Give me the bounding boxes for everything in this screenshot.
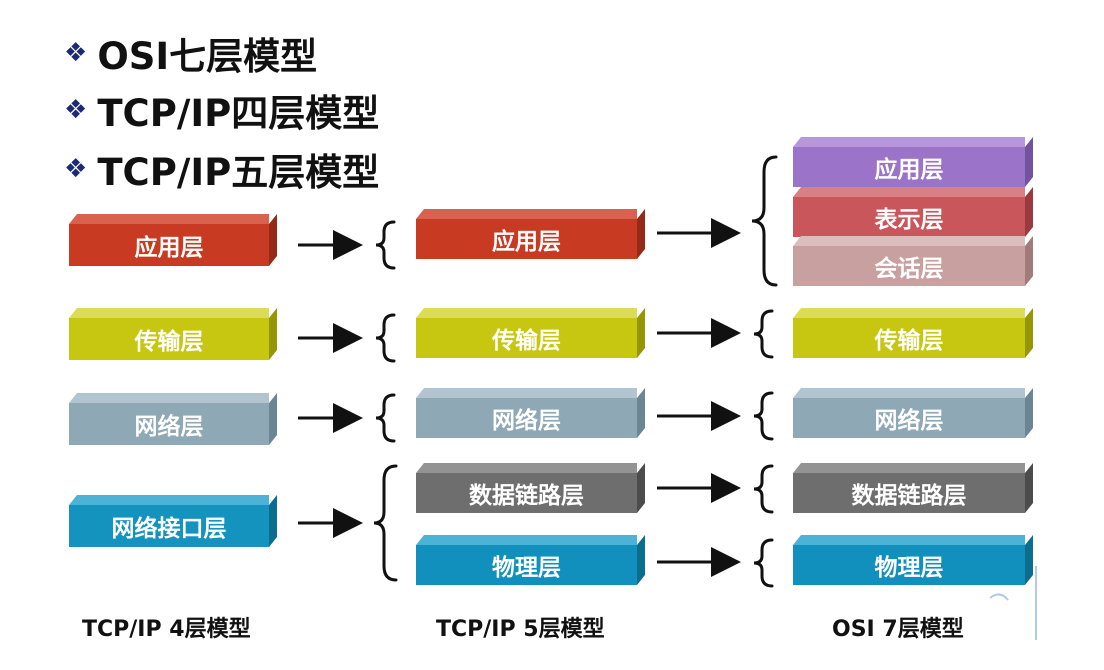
block-side-face [637, 535, 645, 585]
model5-physical-layer: 物理层 [416, 535, 637, 585]
brace-icon [753, 309, 774, 359]
block-side-face [1025, 137, 1033, 187]
layer-label: 会话层 [874, 256, 944, 282]
brace-icon [753, 538, 774, 588]
block-top-face [416, 308, 637, 318]
block-side-face [269, 393, 277, 445]
layer-label: 传输层 [874, 328, 944, 354]
block-side-face [637, 463, 645, 513]
block-top-face [416, 535, 637, 545]
osi-physical-layer: 物理层 [793, 535, 1025, 585]
block-top-face [416, 388, 637, 398]
bullet-text: TCP/IP四层模型 [97, 92, 380, 135]
bullet-text: TCP/IP五层模型 [97, 151, 380, 194]
layer-label: 数据链路层 [469, 483, 584, 509]
brace-icon [753, 391, 774, 441]
block-side-face [1025, 308, 1033, 358]
block-side-face [637, 388, 645, 438]
osi-network-layer: 网络层 [793, 388, 1025, 438]
block-side-face [1025, 236, 1033, 286]
diamond-bullet-icon: ❖ [64, 38, 88, 68]
model4-network-layer: 网络层 [69, 393, 269, 445]
layer-label: 数据链路层 [851, 483, 967, 509]
brace-icon [751, 155, 778, 287]
block-top-face [793, 463, 1025, 473]
layer-label: 传输层 [134, 329, 204, 355]
model5-network-layer: 网络层 [416, 388, 637, 438]
block-top-face [793, 535, 1025, 545]
block-top-face [416, 463, 637, 473]
caption-tcpip5: TCP/IP 5层模型 [436, 617, 605, 642]
block-top-face [793, 137, 1025, 147]
layer-label: 应用层 [134, 235, 204, 261]
block-top-face [69, 308, 269, 318]
block-side-face [1025, 535, 1033, 585]
model4-transport-layer: 传输层 [69, 308, 269, 360]
layer-label: 网络接口层 [111, 516, 227, 542]
layer-label: 网络层 [492, 408, 561, 434]
block-top-face [69, 393, 269, 403]
brace-icon [373, 464, 398, 582]
model4-application-layer: 应用层 [69, 214, 269, 266]
model5-transport-layer: 传输层 [416, 308, 637, 358]
layer-label: 传输层 [492, 328, 561, 354]
block-side-face [1025, 388, 1033, 438]
diamond-bullet-icon: ❖ [64, 154, 88, 184]
bullet-osi7: ❖ OSI七层模型 [64, 26, 317, 80]
layer-label: 表示层 [874, 207, 944, 233]
block-side-face [269, 308, 277, 360]
diamond-bullet-icon: ❖ [64, 95, 88, 125]
model5-datalink-layer: 数据链路层 [416, 463, 637, 513]
block-top-face [793, 236, 1025, 246]
block-top-face [793, 187, 1025, 197]
block-side-face [637, 209, 645, 259]
model5-application-layer: 应用层 [416, 209, 637, 259]
layer-label: 物理层 [492, 555, 561, 581]
layer-label: 网络层 [134, 414, 204, 440]
brace-icon [753, 464, 774, 514]
caption-tcpip4: TCP/IP 4层模型 [82, 617, 251, 642]
model4-network-interface-layer: 网络接口层 [69, 495, 269, 547]
block-side-face [269, 495, 277, 547]
block-top-face [793, 308, 1025, 318]
bullet-tcpip5: ❖ TCP/IP五层模型 [64, 142, 379, 196]
block-side-face [637, 308, 645, 358]
block-side-face [269, 214, 277, 266]
osi-datalink-layer: 数据链路层 [793, 463, 1025, 513]
osi-transport-layer: 传输层 [793, 308, 1025, 358]
block-top-face [416, 209, 637, 219]
brace-icon [375, 313, 396, 363]
layer-label: 应用层 [874, 157, 944, 183]
block-side-face [1025, 187, 1033, 237]
block-top-face [69, 214, 269, 224]
bullet-tcpip4: ❖ TCP/IP四层模型 [64, 83, 379, 137]
block-top-face [69, 495, 269, 505]
block-side-face [1025, 463, 1033, 513]
layer-label: 应用层 [492, 229, 561, 255]
brace-icon [375, 393, 396, 443]
block-top-face [793, 388, 1025, 398]
brace-icon [375, 220, 396, 270]
bullet-text: OSI七层模型 [97, 35, 318, 78]
layer-label: 网络层 [874, 408, 944, 434]
layer-label: 物理层 [874, 555, 944, 581]
osi-application-layer: 应用层 [793, 137, 1025, 187]
osi-presentation-layer: 表示层 [793, 187, 1025, 237]
caption-osi7: OSI 7层模型 [832, 617, 964, 642]
osi-session-layer: 会话层 [793, 236, 1025, 286]
